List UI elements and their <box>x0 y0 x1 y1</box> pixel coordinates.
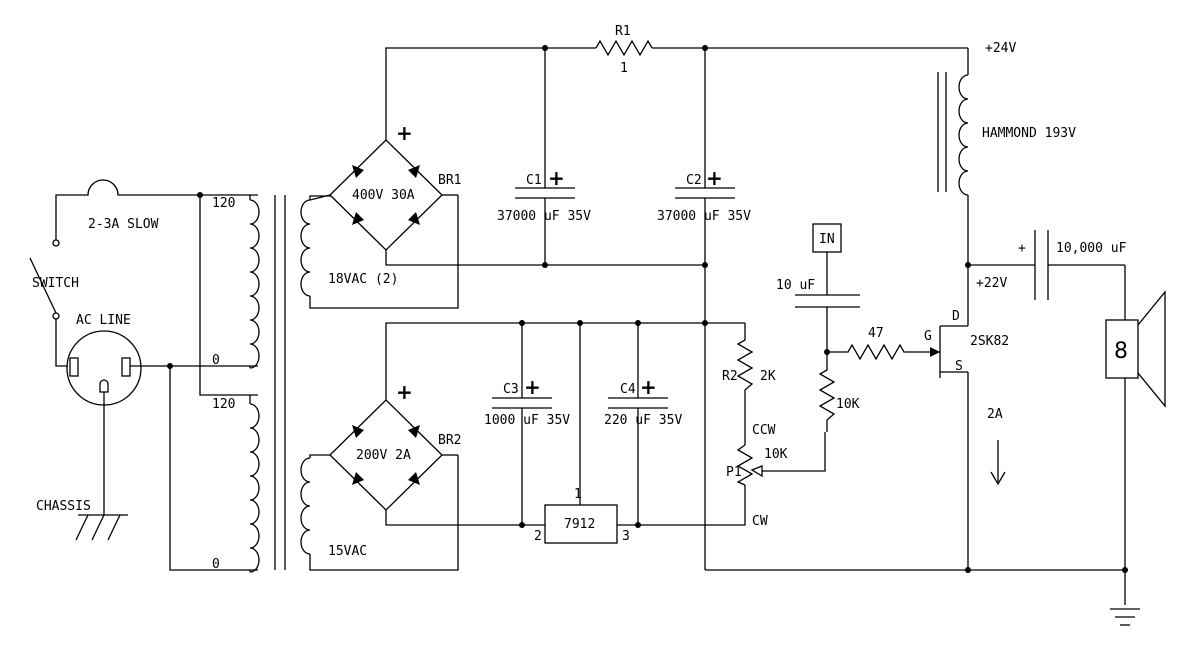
capacitor-c1: C1 + 37000 uF 35V <box>497 48 591 265</box>
regulator-pin-3: 3 <box>622 529 630 544</box>
cout-value: 10,000 uF <box>1056 241 1127 256</box>
c1-label: C1 <box>526 173 542 188</box>
regulator-label: 7912 <box>564 517 595 532</box>
secondary-2-label: 15VAC <box>328 544 367 559</box>
c1-plus: + <box>548 166 565 190</box>
c2-value: 37000 uF 35V <box>657 209 751 224</box>
ground-symbol <box>1110 608 1140 626</box>
supply-voltage: +24V <box>985 41 1016 56</box>
gate-resistor-value: 47 <box>868 326 884 341</box>
c4-label: C4 <box>620 382 636 397</box>
resistor-bias: 10K <box>818 352 860 432</box>
p1-label: P1 <box>726 465 742 480</box>
cout-polarity: + <box>1018 241 1026 256</box>
capacitor-input: 10 uF <box>776 278 860 352</box>
drain-voltage: +22V <box>976 276 1007 291</box>
br1-plus: + <box>396 121 413 145</box>
bridge-rectifier-br1: 400V 30A BR1 + <box>309 121 461 251</box>
choke-label: HAMMOND 193V <box>982 126 1076 141</box>
bridge-rectifier-br2: 200V 2A BR2 + <box>329 380 461 511</box>
fet-drain-pin: D <box>952 309 960 324</box>
input-connector: IN <box>812 223 842 295</box>
potentiometer-p1: CCW P1 10K CW <box>726 423 826 529</box>
c2-plus: + <box>706 166 723 190</box>
p1-cw: CW <box>752 514 768 529</box>
resistor-r1: R1 1 <box>595 24 653 76</box>
br1-label: BR1 <box>438 173 461 188</box>
regulator-pin-1: 1 <box>574 487 582 502</box>
capacitor-c4: C4 + 220 uF 35V <box>604 323 682 525</box>
transformer: 120 0 120 0 18VAC (2) 15VAC <box>212 195 398 573</box>
ac-line-plug: AC LINE <box>66 313 258 515</box>
cin-value: 10 uF <box>776 278 815 293</box>
c4-value: 220 uF 35V <box>604 413 682 428</box>
r2-label: R2 <box>722 369 738 384</box>
c3-plus: + <box>524 375 541 399</box>
capacitor-c2: C2 + 37000 uF 35V <box>657 48 751 570</box>
current-label: 2A <box>987 407 1003 422</box>
fet-label: 2SK82 <box>970 334 1009 349</box>
primary-0-top: 0 <box>212 353 220 368</box>
primary-120-top: 120 <box>212 196 235 211</box>
switch-label: SWITCH <box>32 276 79 291</box>
br2-rating: 200V 2A <box>356 448 411 463</box>
choke-hammond: HAMMOND 193V +24V <box>937 41 1076 196</box>
resistor-r2: R2 2K <box>722 323 776 445</box>
p1-ccw: CCW <box>752 423 776 438</box>
input-label: IN <box>819 232 835 247</box>
fet-gate-pin: G <box>924 329 932 344</box>
primary-0-bottom: 0 <box>212 557 220 572</box>
primary-120-bottom: 120 <box>212 397 235 412</box>
r2-value: 2K <box>760 369 776 384</box>
speaker-impedance: 8 <box>1114 339 1128 364</box>
c3-label: C3 <box>503 382 519 397</box>
speaker: 8 <box>1105 265 1166 570</box>
power-switch: SWITCH <box>29 239 79 367</box>
c4-plus: + <box>640 375 657 399</box>
fuse: 2-3A SLOW <box>55 179 258 240</box>
mosfet-2sk82: D G S 2SK82 <box>924 309 1009 378</box>
fet-source-pin: S <box>955 359 963 374</box>
fuse-label: 2-3A SLOW <box>88 217 159 232</box>
r1-value: 1 <box>620 61 628 76</box>
chassis-label: CHASSIS <box>36 499 91 514</box>
resistor-gate: 47 <box>827 326 928 361</box>
br1-rating: 400V 30A <box>352 188 415 203</box>
capacitor-output: + 10,000 uF <box>968 230 1127 300</box>
br2-plus: + <box>396 380 413 404</box>
secondary-1-label: 18VAC (2) <box>328 272 398 287</box>
current-arrow: 2A <box>987 407 1006 486</box>
r1-label: R1 <box>615 24 631 39</box>
c1-value: 37000 uF 35V <box>497 209 591 224</box>
bias-resistor-value: 10K <box>836 397 860 412</box>
regulator-7912: 7912 1 2 3 <box>534 323 630 544</box>
regulator-pin-2: 2 <box>534 529 542 544</box>
ac-line-label: AC LINE <box>76 313 131 328</box>
p1-value: 10K <box>764 447 788 462</box>
chassis-ground: CHASSIS <box>36 499 128 541</box>
c2-label: C2 <box>686 173 702 188</box>
c3-value: 1000 uF 35V <box>484 413 570 428</box>
capacitor-c3: C3 + 1000 uF 35V <box>484 323 570 525</box>
br2-label: BR2 <box>438 433 461 448</box>
